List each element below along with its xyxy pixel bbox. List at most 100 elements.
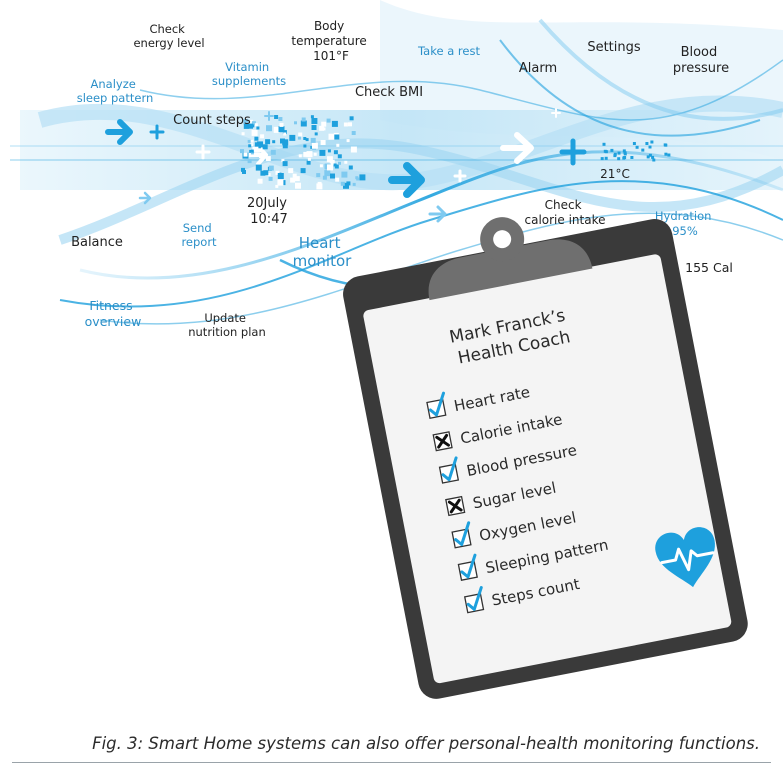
pixel <box>298 132 303 137</box>
pixel <box>288 168 294 174</box>
pixel <box>263 170 269 176</box>
pixel <box>351 131 356 135</box>
pixel <box>300 168 306 174</box>
label-count-steps: Count steps <box>173 113 251 128</box>
label-datetime: 20July 10:47 <box>247 196 291 227</box>
heart-pulse-icon <box>655 527 715 588</box>
pixel <box>273 126 280 133</box>
pixel <box>274 115 279 119</box>
clipboard: Mark Franck’s Health Coach Heart rateCal… <box>343 217 748 699</box>
pixel <box>255 164 262 171</box>
pixel <box>283 132 287 136</box>
pixel <box>310 145 314 149</box>
label-check-energy: Check energy level <box>133 22 204 50</box>
pixel <box>250 151 254 155</box>
pixel <box>303 137 307 140</box>
pixel <box>254 136 259 141</box>
pixel <box>335 177 340 182</box>
pixel <box>617 151 621 155</box>
pixel <box>329 159 335 165</box>
pixel <box>326 156 333 163</box>
pixel <box>310 115 314 119</box>
pixel <box>646 155 650 159</box>
pixel <box>268 176 273 181</box>
pixel <box>248 144 252 148</box>
pixel <box>272 140 276 144</box>
label-balance: Balance <box>71 235 123 250</box>
pixel <box>260 134 265 139</box>
pixel <box>267 173 271 177</box>
pixel <box>251 149 255 153</box>
pixel <box>326 118 331 123</box>
pixel <box>268 165 274 171</box>
pixel <box>648 145 652 149</box>
pixel <box>259 154 263 159</box>
pixel <box>303 151 309 157</box>
pixel <box>305 138 309 142</box>
pixel <box>277 173 284 179</box>
pixel <box>306 151 313 158</box>
pixel <box>346 181 351 186</box>
arrow-icon-group <box>105 119 534 223</box>
pixel <box>301 117 306 122</box>
pixel <box>648 153 652 157</box>
pixel <box>651 155 655 159</box>
pixel <box>334 164 339 169</box>
pixel <box>275 170 280 175</box>
pixel <box>334 134 340 140</box>
pixel <box>623 152 627 156</box>
pixel <box>300 120 307 127</box>
pixel <box>327 164 333 171</box>
pixel <box>330 173 335 179</box>
pixel <box>266 125 272 132</box>
arrow-right-icon <box>138 191 152 205</box>
pixel <box>289 134 296 141</box>
check-icon <box>460 553 477 579</box>
pixel <box>243 123 249 129</box>
clipboard-clip <box>428 217 593 301</box>
pixel <box>281 159 285 163</box>
pixel <box>604 156 608 160</box>
pixel <box>294 121 297 125</box>
pixel <box>622 156 626 160</box>
pixel <box>257 141 263 148</box>
plus-icon <box>195 144 211 160</box>
pixel <box>290 177 296 183</box>
pixel <box>265 139 271 145</box>
pixel <box>602 142 606 146</box>
pixel <box>610 148 614 152</box>
pixel <box>310 137 316 143</box>
pixel <box>282 161 288 167</box>
pixel <box>333 163 337 167</box>
function-labels: Check energy level Body temperature 101°… <box>71 19 733 339</box>
pixel <box>327 149 331 153</box>
pixel <box>243 119 249 125</box>
pixel <box>338 161 341 165</box>
pixel <box>316 173 321 178</box>
pixel <box>613 154 617 158</box>
pixel <box>349 116 354 121</box>
label-check-calorie: Check calorie intake <box>525 198 606 227</box>
pixel <box>278 126 285 133</box>
pixel <box>242 170 246 174</box>
pixel <box>344 160 348 164</box>
pixel <box>306 160 311 165</box>
pixel <box>346 139 350 143</box>
pixel <box>319 164 323 168</box>
pixel <box>260 170 266 176</box>
pixel <box>630 156 634 159</box>
pixel <box>313 152 317 156</box>
pixel <box>321 121 327 127</box>
pixel <box>632 142 636 145</box>
pixel <box>320 140 326 145</box>
pixel <box>243 152 248 157</box>
label-body-temperature: Body temperature 101°F <box>291 19 370 63</box>
pixel <box>340 181 345 186</box>
pixel <box>603 149 607 153</box>
pixel <box>341 171 348 178</box>
pixel <box>356 177 360 181</box>
pixel <box>298 154 302 158</box>
label-vitamin: Vitamin supplements <box>212 60 286 88</box>
pixel <box>324 170 331 177</box>
